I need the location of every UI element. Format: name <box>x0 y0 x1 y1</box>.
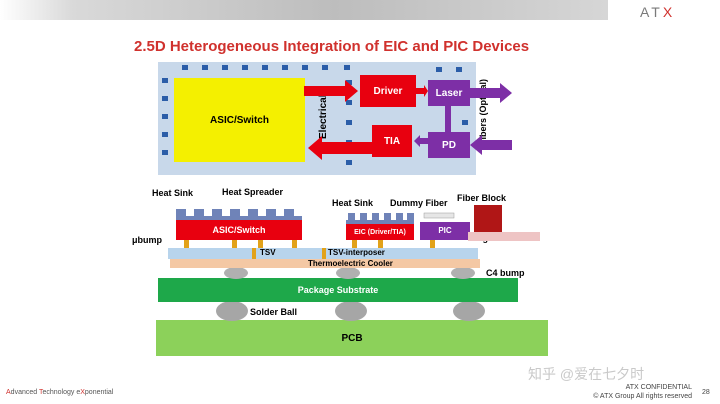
ubump <box>378 240 383 248</box>
arrow-fiber-to-pd <box>470 135 512 155</box>
footer-tagline: Advanced Technology eXponential <box>6 389 114 396</box>
heat-sink-left-label: Heat Sink <box>152 188 194 198</box>
solder-ball <box>453 301 485 321</box>
header-bar <box>0 0 608 20</box>
watermark: 知乎 @爱在七夕时 <box>528 366 645 382</box>
ubump <box>430 240 435 248</box>
arrow-tia-to-asic <box>308 136 372 160</box>
pic-die <box>420 222 470 240</box>
tsv-interposer-label: TSV-interposer <box>328 248 385 257</box>
heat-sink-fin <box>230 209 240 217</box>
heat-sink-fin <box>360 213 367 220</box>
heat-sink-right-label: Heat Sink <box>332 198 374 208</box>
eic-die <box>346 224 414 240</box>
laser-pd-link <box>445 106 451 132</box>
heat-sink-fin <box>372 213 379 220</box>
confidential-text: ATX CONFIDENTIAL <box>625 384 692 391</box>
laser-block: Laser <box>428 80 470 106</box>
tsv <box>252 248 256 259</box>
signal-fiber <box>468 232 540 241</box>
dummy-fiber <box>423 212 455 219</box>
solder-ball <box>216 301 248 321</box>
heat-sink-fin <box>396 213 403 220</box>
ubump <box>232 240 237 248</box>
tsv <box>322 248 326 259</box>
page-number: 28 <box>702 389 710 396</box>
heat-sink-fin <box>176 209 186 217</box>
eic-die-label: EIC (Driver/TIA) <box>354 228 406 236</box>
arrow-asic-to-driver <box>304 80 358 102</box>
dummy-fiber-label: Dummy Fiber <box>390 198 448 208</box>
ubump <box>352 240 357 248</box>
asic-switch-die-label: ASIC/Switch <box>212 225 266 235</box>
heat-sink-fin <box>194 209 204 217</box>
atx-logo: ATX <box>640 4 676 20</box>
asic-die <box>176 220 302 240</box>
pic-die-label: PIC <box>438 225 452 235</box>
heat-sink-fin <box>384 213 391 220</box>
arrow-pd-to-tia <box>414 135 428 147</box>
c4-bump <box>224 267 248 279</box>
driver-block: Driver <box>360 75 416 107</box>
ubump <box>292 240 297 248</box>
copyright-text: © ATX Group All rights reserved <box>593 393 692 400</box>
fiber-block-label: Fiber Block <box>457 193 507 203</box>
package-substrate-label: Package Substrate <box>297 285 379 295</box>
solder-ball <box>335 301 367 321</box>
ubump <box>258 240 263 248</box>
asic-switch-block: ASIC/Switch <box>174 78 305 162</box>
fiber-block <box>474 205 502 232</box>
footer-rights: ATX CONFIDENTIAL © ATX Group All rights … <box>586 383 692 401</box>
heat-sink-fin <box>266 209 276 217</box>
thermoelectric-cooler-label: Thermoelectric Cooler <box>308 259 393 268</box>
solder-ball-label: Solder Ball <box>250 307 298 317</box>
arrow-driver-to-laser <box>416 85 428 97</box>
heat-sink-fin <box>248 209 258 217</box>
heat-sink-fin <box>407 213 414 220</box>
heat-spreader-label: Heat Spreader <box>222 187 284 197</box>
c4-bump-label: C4 bump <box>486 268 525 278</box>
heat-sink-fin <box>348 213 355 220</box>
thermoelectric-cooler-layer <box>170 259 480 268</box>
arrow-laser-out <box>470 83 512 103</box>
pcb-label: PCB <box>341 332 363 344</box>
package-substrate-layer <box>158 278 518 302</box>
tia-block: TIA <box>372 125 412 157</box>
tsv-label: TSV <box>260 248 276 257</box>
c4-bump <box>336 267 360 279</box>
heat-sink-fin <box>284 209 294 217</box>
ubump-label: μbump <box>132 235 163 245</box>
slide-title: 2.5D Heterogeneous Integration of EIC an… <box>134 38 530 55</box>
ubump <box>184 240 189 248</box>
heat-sink-fin <box>212 209 222 217</box>
pcb-layer <box>156 320 548 356</box>
pd-block: PD <box>428 132 470 158</box>
c4-bump <box>451 267 475 279</box>
heat-spreader-right <box>346 220 414 224</box>
heat-spreader <box>176 216 302 220</box>
